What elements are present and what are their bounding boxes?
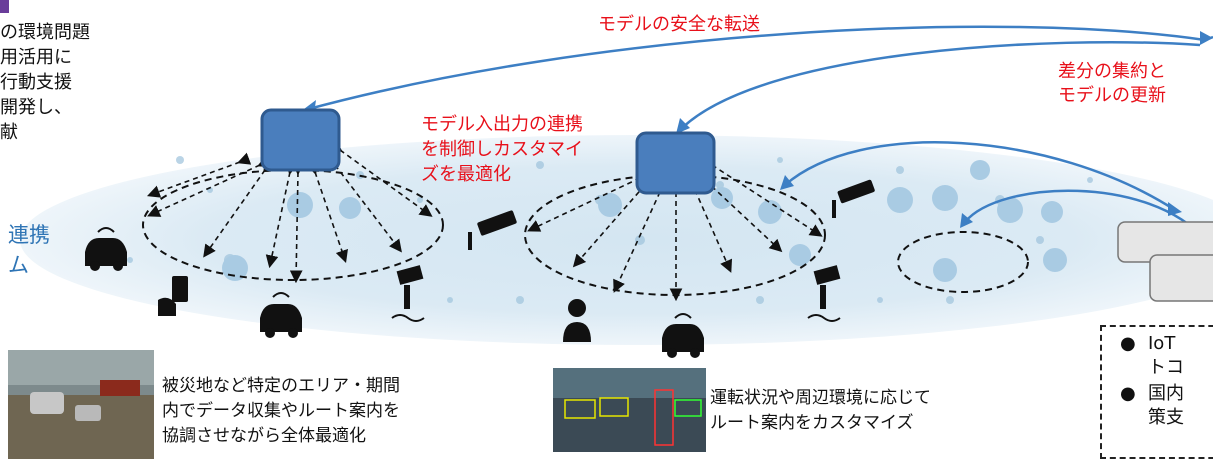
legend-line-2a: 国内 xyxy=(1148,383,1184,404)
aggregate-label: 差分の集約と モデルの更新 xyxy=(1058,60,1166,108)
customize-line-3: ズを最適化 xyxy=(421,164,511,185)
left-line-1: の環境問題 xyxy=(0,22,90,43)
left-blue-line-1: 連携 xyxy=(8,223,50,247)
caption-mid-2: ルート案内をカスタマイズ xyxy=(710,413,914,433)
legend-line-1a: IoT xyxy=(1148,333,1176,354)
left-blue-label: 連携 ム xyxy=(8,220,50,280)
cluster-right xyxy=(897,231,1029,293)
caption-left: 被災地など特定のエリア・期間 内でデータ収集やルート案内を 協調させながら全体最… xyxy=(162,374,400,449)
legend-line-1b: トコ xyxy=(1148,357,1184,378)
node-left xyxy=(260,108,341,172)
purple-marker xyxy=(0,0,9,13)
caption-left-1: 被災地など特定のエリア・期間 xyxy=(162,376,400,396)
smartphone-hand-icon xyxy=(158,276,188,316)
legend-bullet-2: ● xyxy=(1120,383,1136,404)
camera-icon xyxy=(468,210,517,250)
left-line-5: 献 xyxy=(0,122,18,143)
network-ellipse xyxy=(20,135,1213,345)
left-blue-line-2: ム xyxy=(8,253,29,277)
customize-label: モデル入出力の連携 を制御しカスタマイ ズを最適化 xyxy=(421,112,583,187)
caption-left-2: 内でデータ収集やルート案内を xyxy=(162,401,400,421)
car-icon-3 xyxy=(662,313,704,358)
legend-box: ● IoT トコ ● 国内 策支 xyxy=(1100,325,1213,459)
aggregate-line-1: 差分の集約と xyxy=(1058,61,1166,82)
left-line-3: 行動支援 xyxy=(0,72,72,93)
secure-transfer-label: モデルの安全な転送 xyxy=(598,14,760,35)
aggregate-arrow-2 xyxy=(964,189,1206,241)
update-arrow xyxy=(679,41,1201,131)
car-icon-2 xyxy=(260,292,302,338)
caption-mid-1: 運転状況や周辺環境に応じて xyxy=(710,388,931,408)
transfer-arrow xyxy=(304,25,1206,112)
left-line-2: 用活用に xyxy=(0,47,72,68)
camera-icon-2 xyxy=(832,179,875,218)
customize-line-2: を制御しカスタマイ xyxy=(421,139,583,160)
person-icon xyxy=(563,299,591,342)
street-detection-photo xyxy=(553,368,706,452)
customize-line-1: モデル入出力の連携 xyxy=(421,114,583,135)
solar-panel-icon-2 xyxy=(807,265,841,322)
node-mid xyxy=(635,131,716,195)
flood-photo xyxy=(8,350,154,459)
caption-mid: 運転状況や周辺環境に応じて ルート案内をカスタマイズ xyxy=(710,386,931,436)
server-box-2 xyxy=(1149,254,1213,302)
legend-line-2b: 策支 xyxy=(1148,407,1184,428)
left-line-4: 開発し、 xyxy=(0,97,72,118)
legend-bullet-1: ● xyxy=(1120,333,1136,354)
aggregate-line-2: モデルの更新 xyxy=(1058,85,1166,106)
left-description: の環境問題 用活用に 行動支援 開発し、 献 xyxy=(0,20,90,145)
caption-left-3: 協調させながら全体最適化 xyxy=(162,426,366,446)
solar-panel-icon xyxy=(391,265,425,322)
car-icon xyxy=(85,227,127,271)
